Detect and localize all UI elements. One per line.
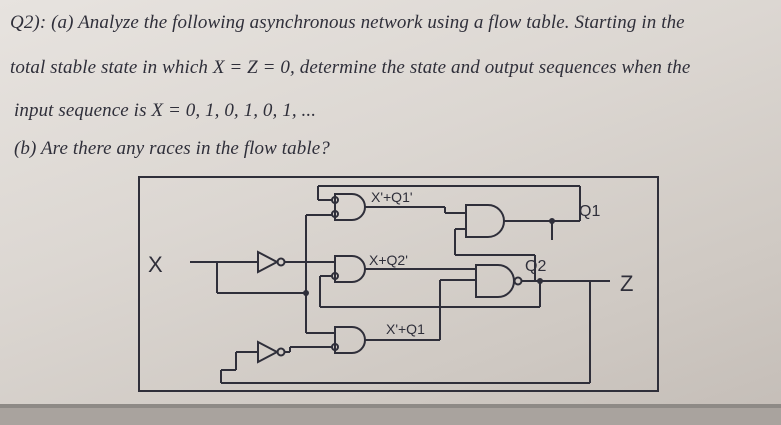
gate-1 [334, 193, 366, 221]
question-line-3: input sequence is X = 0, 1, 0, 1, 0, 1, … [14, 100, 317, 121]
gate-2 [334, 255, 366, 283]
inverter-1-bubble [276, 257, 286, 267]
gate-5-bubble [513, 276, 523, 286]
inverter-2-bubble [276, 347, 286, 357]
question-line-2: total stable state in which X = Z = 0, d… [10, 57, 691, 78]
inverter-2 [257, 340, 280, 364]
gate-1-label: X'+Q1' [371, 189, 413, 205]
gate-5 [475, 264, 515, 298]
output-z-label: Z [620, 271, 633, 296]
junction-1 [303, 290, 309, 296]
gate-2-label: X+Q2' [369, 252, 408, 268]
page-edge [0, 404, 781, 408]
q1-label: Q1 [579, 203, 600, 220]
gate-3-label: X'+Q1 [386, 321, 425, 337]
inverter-1 [257, 250, 280, 274]
gate-3 [334, 326, 366, 354]
circuit-border [138, 176, 659, 392]
q2-label: Q2 [525, 258, 546, 275]
question-line-4: (b) Are there any races in the flow tabl… [14, 138, 330, 159]
input-x-label: X [148, 252, 163, 277]
question-line-1: Q2): (a) Analyze the following asynchron… [10, 12, 685, 33]
page-bottom [0, 408, 781, 425]
gate-4 [465, 204, 505, 238]
